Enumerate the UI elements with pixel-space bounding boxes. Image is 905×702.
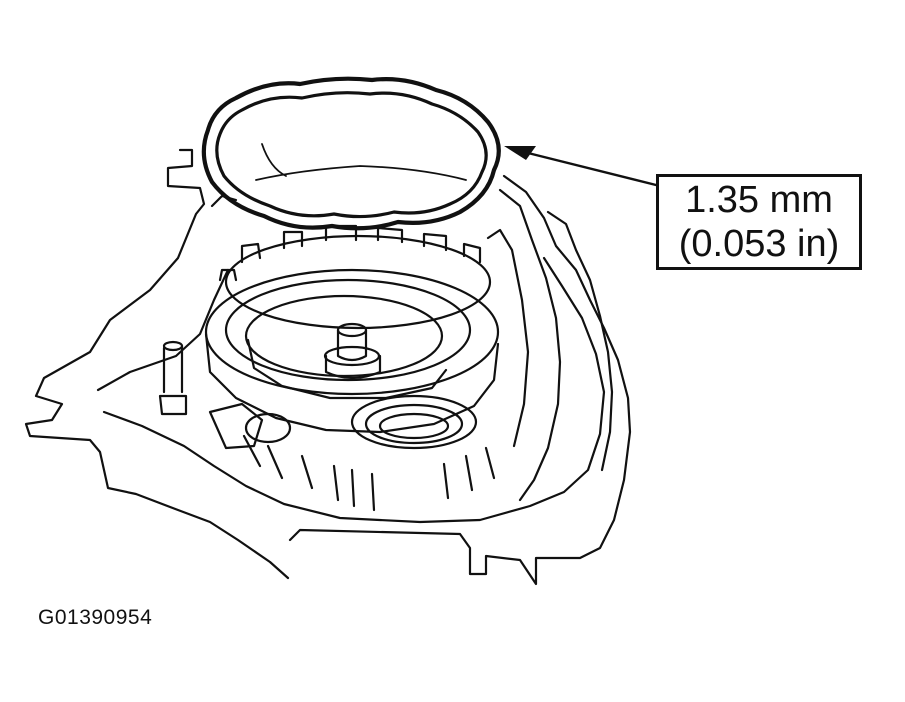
seal-ring-outer-edge	[201, 76, 501, 231]
case-pocket	[208, 402, 264, 450]
seal-ring-mid	[364, 403, 464, 445]
figure-id-label: G01390954	[38, 606, 153, 629]
seal-ring-outer	[350, 394, 478, 450]
leader-line	[522, 150, 662, 188]
drum-top-rim	[224, 234, 492, 330]
drum-splines	[218, 224, 482, 282]
housing-outline	[24, 148, 632, 586]
dowel-pin-top	[162, 340, 184, 352]
specification-callout: 1.35 mm (0.053 in)	[656, 174, 862, 270]
callout-metric-value: 1.35 mm	[685, 179, 833, 221]
dowel-pin	[158, 344, 188, 416]
shaft-top	[336, 322, 368, 338]
seal-ring-inner	[378, 412, 450, 440]
drum-wall	[204, 332, 500, 434]
center-shaft	[324, 328, 382, 380]
drum-inner-wall	[246, 338, 448, 400]
seal-ring-inside-view	[255, 143, 467, 181]
shaft-collar	[323, 345, 381, 367]
callout-imperial-value: (0.053 in)	[678, 223, 840, 265]
seal-ring-inner-edge	[215, 91, 488, 219]
side-flange	[486, 188, 614, 502]
drum-ring-outer	[204, 268, 500, 396]
drum-ring-inner	[244, 294, 444, 378]
case-ribs	[242, 434, 496, 512]
leader-arrowhead	[504, 146, 536, 160]
drum-ring-mid	[224, 278, 472, 382]
case-boss-left	[244, 412, 292, 444]
